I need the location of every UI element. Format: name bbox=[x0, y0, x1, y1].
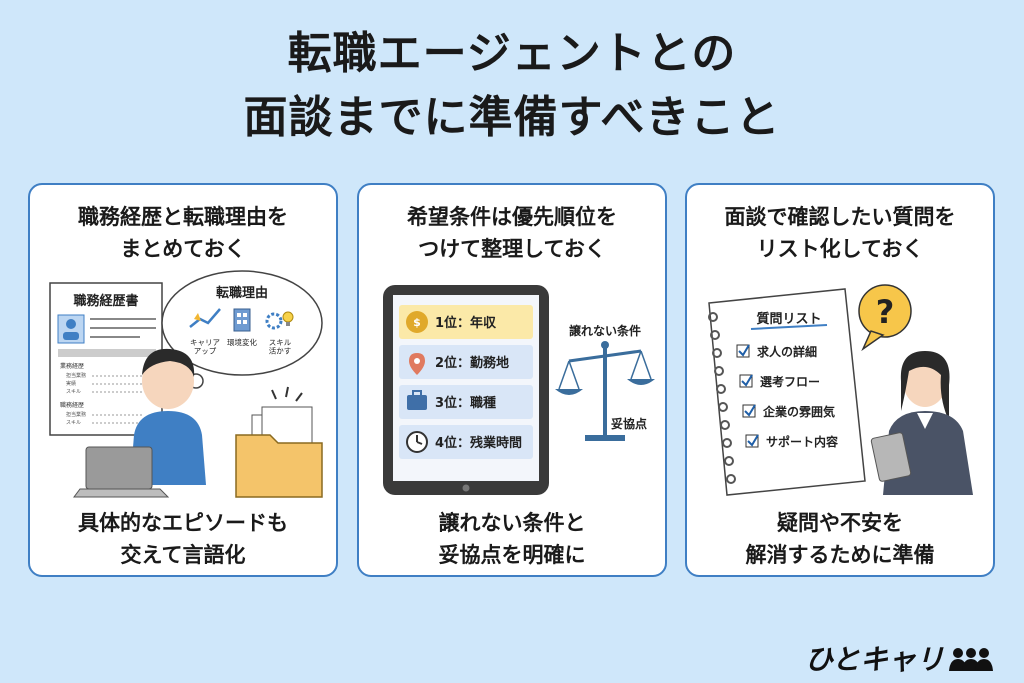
card-heading: 面談で確認したい質問を リスト化しておく bbox=[687, 201, 993, 265]
career-up-icon bbox=[189, 308, 221, 328]
card-footer: 疑問や不安を 解消するために準備 bbox=[687, 507, 993, 571]
card-heading: 職務経歴と転職理由を まとめておく bbox=[30, 201, 336, 265]
question-item: 選考フロー bbox=[739, 374, 820, 389]
resume-document: 職務経歴書 業務経歴 担当業務 実績 スキル 職務経歴 担当業務 スキル bbox=[49, 282, 163, 436]
resume-item: 担当業務 bbox=[66, 372, 86, 379]
svg-text:選考フロー: 選考フロー bbox=[760, 374, 820, 389]
card-footer-line2: 交えて言語化 bbox=[120, 543, 246, 567]
resume-section-1: 業務経歴 bbox=[60, 362, 84, 370]
priority-label: 4位：残業時間 bbox=[435, 435, 522, 451]
card-heading-line2: リスト化しておく bbox=[756, 237, 924, 261]
scale-label-bottom: 妥協点 bbox=[611, 416, 647, 431]
card-heading-line2: まとめておく bbox=[120, 237, 246, 261]
svg-text:$: $ bbox=[413, 316, 421, 329]
card-priority-conditions: 希望条件は優先順位を つけて整理しておく $ 1位：年収 2位：勤務地 3位：職… bbox=[357, 183, 667, 577]
card-heading-line1: 職務経歴と転職理由を bbox=[78, 205, 288, 229]
resume-item: 実績 bbox=[66, 380, 76, 387]
bubble-title: 転職理由 bbox=[216, 285, 268, 301]
card-footer: 具体的なエピソードも 交えて言語化 bbox=[30, 507, 336, 571]
card-heading-line1: 面談で確認したい質問を bbox=[724, 205, 956, 229]
card-question-list: 面談で確認したい質問を リスト化しておく 質問リスト 求人の詳細 選考フロー bbox=[685, 183, 995, 577]
priority-item-3: 3位：職種 bbox=[399, 385, 533, 419]
card-heading-line2: つけて整理しておく bbox=[418, 237, 606, 261]
brand-logo: ひとキャリ bbox=[805, 638, 994, 678]
people-icon bbox=[949, 648, 993, 671]
priority-label: 3位：職種 bbox=[435, 395, 496, 411]
svg-text:サポート内容: サポート内容 bbox=[766, 434, 838, 449]
resume-section-2: 職務経歴 bbox=[60, 401, 84, 409]
priority-item-4: 4位：残業時間 bbox=[399, 425, 533, 459]
scale-label-top: 譲れない条件 bbox=[569, 323, 641, 338]
bubble-item-skill: スキル活かす bbox=[269, 338, 292, 356]
card-footer-line2: 妥協点を明確に bbox=[438, 543, 586, 567]
card-career-summary: 職務経歴と転職理由を まとめておく 職務経歴書 業務経歴 担当業務 実績 スキル… bbox=[28, 183, 338, 577]
bubble-item-career: キャリアアップ bbox=[190, 338, 220, 356]
resume-item: スキル bbox=[66, 420, 81, 426]
folder-icon bbox=[235, 386, 323, 498]
balance-scale-icon: 譲れない条件 妥協点 bbox=[555, 323, 655, 441]
resume-title: 職務経歴書 bbox=[73, 293, 138, 309]
page-title: 転職エージェントとの 面談までに準備すべきこと bbox=[0, 22, 1024, 150]
priority-label: 2位：勤務地 bbox=[435, 355, 509, 371]
card-footer-line1: 疑問や不安を bbox=[777, 511, 903, 535]
priority-item-2: 2位：勤務地 bbox=[399, 345, 533, 379]
page-title-line2: 面談までに準備すべきこと bbox=[243, 92, 781, 143]
page-title-line1: 転職エージェントとの bbox=[287, 28, 737, 79]
card-footer-line1: 譲れない条件と bbox=[438, 511, 586, 535]
card-footer-line2: 解消するために準備 bbox=[745, 543, 935, 567]
resume-item: スキル bbox=[66, 389, 81, 395]
career-illustration: 職務経歴書 業務経歴 担当業務 実績 スキル 職務経歴 担当業務 スキル bbox=[49, 270, 323, 498]
priority-label: 1位：年収 bbox=[435, 315, 497, 331]
priority-illustration: $ 1位：年収 2位：勤務地 3位：職種 4位：残業時間 譲れない条件 bbox=[383, 285, 655, 495]
priority-item-1: $ 1位：年収 bbox=[399, 305, 533, 339]
card-footer: 譲れない条件と 妥協点を明確に bbox=[359, 507, 665, 571]
svg-text:企業の雰囲気: 企業の雰囲気 bbox=[762, 404, 835, 419]
question-bubble-icon: ? bbox=[858, 284, 912, 352]
question-item: サポート内容 bbox=[745, 434, 838, 449]
list-title: 質問リスト bbox=[756, 311, 821, 327]
question-item: 求人の詳細 bbox=[736, 344, 817, 359]
svg-text:求人の詳細: 求人の詳細 bbox=[757, 344, 817, 359]
gear-bulb-icon bbox=[265, 311, 294, 330]
person-with-laptop bbox=[73, 348, 206, 498]
bubble-item-environment: 環境変化 bbox=[227, 337, 257, 347]
card-footer-line1: 具体的なエピソードも bbox=[78, 511, 288, 535]
question-illustration: 質問リスト 求人の詳細 選考フロー 企業の雰囲気 サポート内容 bbox=[708, 284, 973, 496]
building-icon bbox=[233, 308, 251, 332]
question-item: 企業の雰囲気 bbox=[742, 404, 835, 419]
businesswoman bbox=[870, 351, 973, 495]
svg-text:?: ? bbox=[876, 293, 895, 331]
resume-item: 担当業務 bbox=[66, 411, 86, 418]
question-notepad: 質問リスト 求人の詳細 選考フロー 企業の雰囲気 サポート内容 bbox=[708, 288, 866, 496]
card-heading-line1: 希望条件は優先順位を bbox=[407, 205, 617, 229]
brand-logo-text: ひとキャリ bbox=[804, 643, 944, 676]
card-heading: 希望条件は優先順位を つけて整理しておく bbox=[359, 201, 665, 265]
